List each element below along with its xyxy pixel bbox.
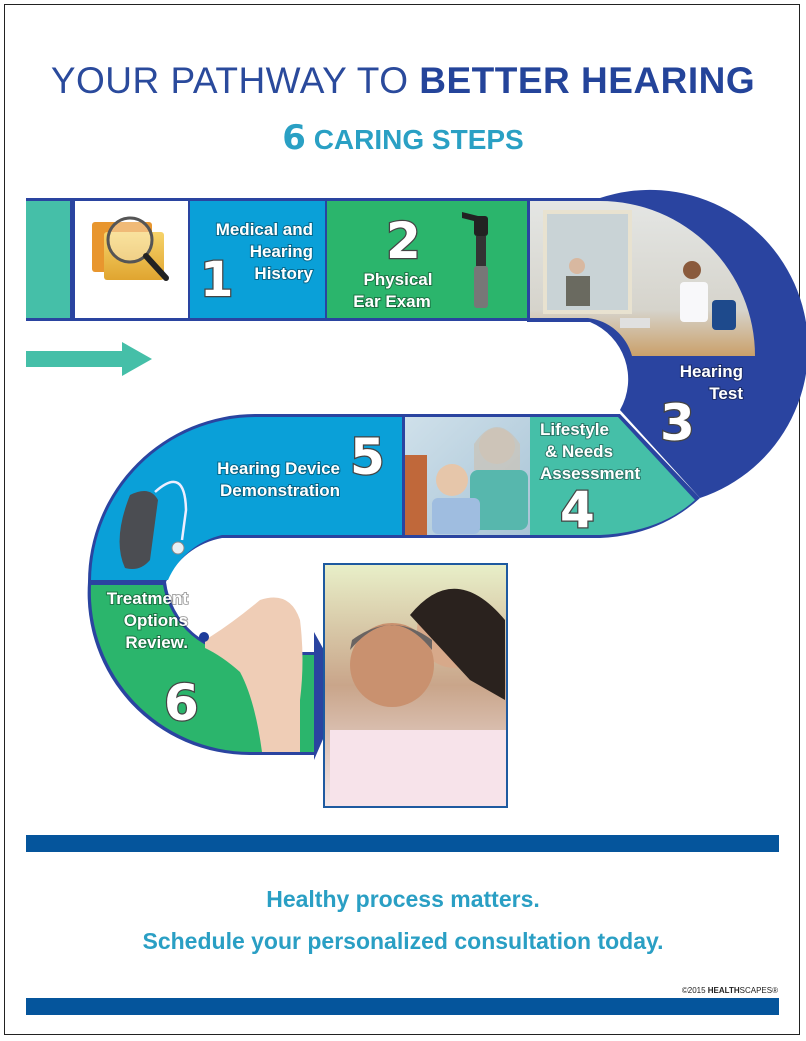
svg-text:Test: Test bbox=[709, 384, 743, 403]
svg-text:& Needs: & Needs bbox=[545, 442, 613, 461]
step-6-number: 6 bbox=[164, 674, 199, 732]
subtitle-number: 6 bbox=[282, 118, 306, 158]
step-4-number: 4 bbox=[560, 481, 595, 539]
tagline-1: Healthy process matters. bbox=[266, 886, 540, 912]
svg-text:Hearing: Hearing bbox=[250, 242, 313, 261]
divider-bar-top bbox=[26, 835, 779, 852]
step-3-number: 3 bbox=[660, 394, 695, 452]
svg-text:Demonstration: Demonstration bbox=[220, 481, 340, 500]
step-6-label: Treatment Options Review. 6 bbox=[106, 588, 200, 733]
svg-text:History: History bbox=[254, 264, 313, 283]
pathway-row-top bbox=[26, 198, 530, 321]
copyright: ©2015 HEALTHSCAPES® bbox=[682, 986, 778, 995]
otoscope-icon bbox=[462, 212, 488, 308]
pathway-curve-right bbox=[527, 189, 806, 498]
step-1-image bbox=[75, 201, 188, 318]
poster-title: YOUR PATHWAY TO BETTER HEARING bbox=[0, 60, 806, 102]
poster-subtitle: 6 CARING STEPS bbox=[0, 118, 806, 158]
step-5-number: 5 bbox=[350, 428, 385, 486]
step-4-label: Lifestyle & Needs Assessment 4 bbox=[539, 419, 642, 540]
copyright-prefix: ©2015 bbox=[681, 986, 708, 995]
svg-text:Lifestyle: Lifestyle bbox=[540, 420, 609, 439]
step-2-number: 2 bbox=[386, 212, 421, 270]
copyright-brand-light: SCAPES® bbox=[739, 986, 778, 995]
start-segment bbox=[26, 201, 70, 318]
step-5-segment bbox=[91, 417, 403, 580]
divider-bar-bottom bbox=[26, 998, 779, 1015]
svg-text:Assessment: Assessment bbox=[540, 464, 641, 483]
pathway-graphic: Medical and Hearing History 1 2 Physical… bbox=[26, 189, 806, 808]
hand-icon bbox=[199, 597, 303, 752]
step-2-segment bbox=[327, 201, 527, 318]
step-1-label: Medical and Hearing History 1 bbox=[199, 219, 315, 309]
subtitle-text: CARING STEPS bbox=[305, 124, 524, 155]
title-bold: BETTER HEARING bbox=[419, 60, 756, 101]
step-3-label: Hearing Test 3 bbox=[659, 361, 745, 453]
svg-text:Medical and: Medical and bbox=[216, 220, 313, 239]
svg-text:Hearing Device: Hearing Device bbox=[217, 459, 340, 478]
step-4-segment bbox=[530, 417, 695, 535]
hearing-aid-icon bbox=[119, 480, 188, 569]
pathway-curve-left bbox=[87, 582, 345, 760]
svg-text:Physical: Physical bbox=[364, 270, 433, 289]
pathway-row-middle bbox=[88, 414, 700, 582]
svg-text:Treatment: Treatment bbox=[107, 589, 189, 608]
step-1-segment bbox=[190, 201, 325, 318]
tagline-2: Schedule your personalized consultation … bbox=[142, 928, 664, 954]
svg-text:Options: Options bbox=[124, 611, 188, 630]
copyright-brand-bold: HEALTH bbox=[707, 986, 740, 995]
step-5-label: Hearing Device Demonstration 5 bbox=[216, 427, 386, 501]
svg-text:Hearing: Hearing bbox=[680, 362, 743, 381]
step-2-label: 2 Physical Ear Exam bbox=[352, 211, 433, 312]
title-light: YOUR PATHWAY TO bbox=[50, 60, 420, 101]
start-arrow-icon bbox=[26, 342, 152, 376]
step-4-image bbox=[405, 417, 530, 535]
svg-text:Ear Exam: Ear Exam bbox=[353, 292, 431, 311]
step-1-number: 1 bbox=[200, 252, 233, 308]
final-couple-image bbox=[323, 563, 508, 808]
svg-text:Review.: Review. bbox=[125, 633, 188, 652]
